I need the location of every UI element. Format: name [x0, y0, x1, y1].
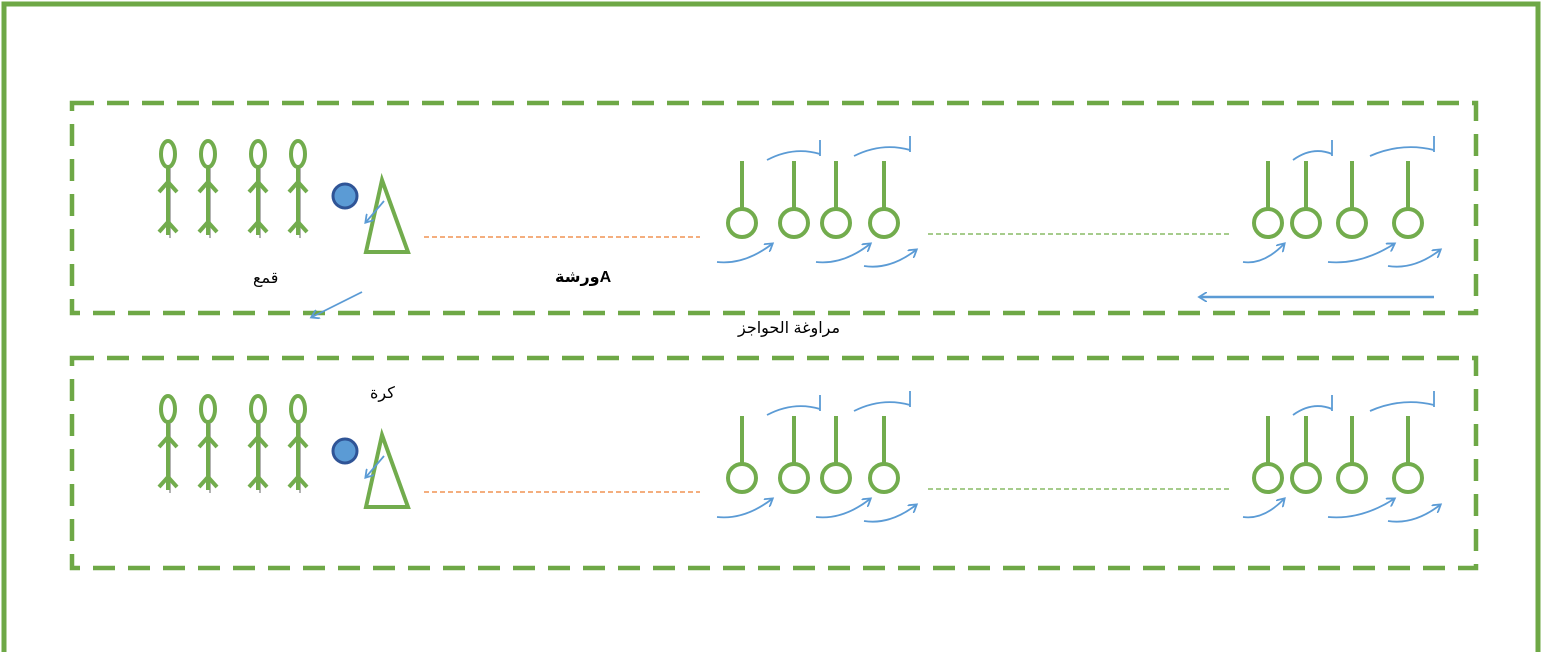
hurdle-pole-icon	[726, 161, 758, 239]
hurdle-pole-icon	[1252, 416, 1284, 494]
activity-name: مراوغة الحواجز	[738, 320, 841, 337]
return-arrow-short	[312, 291, 363, 317]
stick-figure-player-icon	[157, 139, 179, 238]
curved-arrow-icon	[863, 250, 916, 268]
curved-arrow-icon	[1369, 401, 1435, 412]
stick-figure-player-icon	[197, 139, 219, 238]
lane-box-bottom	[69, 355, 1479, 571]
curved-arrow-icon	[1369, 146, 1435, 157]
curved-arrow-icon	[815, 244, 870, 264]
hurdle-pole-icon	[1336, 416, 1368, 494]
lane-box-top	[69, 100, 1479, 316]
curved-arrow-icon	[1292, 150, 1333, 161]
stick-figure-player-icon	[287, 394, 309, 493]
hurdle-pole-icon	[726, 416, 758, 494]
curved-arrow-icon	[1242, 244, 1284, 264]
lane-top	[157, 136, 1440, 268]
curved-arrow-icon	[1292, 405, 1333, 416]
stick-figure-player-icon	[287, 139, 309, 238]
ball-icon	[331, 437, 359, 465]
ball-icon	[331, 182, 359, 210]
hurdle-pole-icon	[868, 161, 900, 239]
curved-arrow-icon	[1327, 499, 1394, 519]
hurdle-pole-icon	[1392, 416, 1424, 494]
curved-arrow-icon	[863, 505, 916, 523]
curved-arrow-icon	[766, 150, 821, 161]
lane-bottom	[157, 391, 1440, 523]
curved-arrow-icon	[1387, 250, 1440, 268]
curved-arrow-icon	[366, 200, 385, 222]
stick-figure-player-icon	[197, 394, 219, 493]
hurdle-pole-icon	[778, 161, 810, 239]
workshop-title: Aورشة	[555, 269, 612, 286]
hurdle-pole-icon	[1392, 161, 1424, 239]
hurdle-pole-icon	[820, 416, 852, 494]
hurdle-pole-icon	[1290, 416, 1322, 494]
curved-arrow-icon	[853, 401, 911, 412]
hurdle-pole-icon	[778, 416, 810, 494]
curved-arrow-icon	[1327, 244, 1394, 264]
curved-arrow-icon	[366, 455, 385, 477]
cone-label: قمع	[253, 270, 279, 287]
hurdle-pole-icon	[1336, 161, 1368, 239]
stick-figure-player-icon	[247, 394, 269, 493]
curved-arrow-icon	[716, 499, 772, 519]
curved-arrow-icon	[853, 146, 911, 157]
hurdle-pole-icon	[1290, 161, 1322, 239]
curved-arrow-icon	[1242, 499, 1284, 519]
curved-arrow-icon	[766, 405, 821, 416]
hurdle-pole-icon	[1252, 161, 1284, 239]
curved-arrow-icon	[815, 499, 870, 519]
hurdle-pole-icon	[820, 161, 852, 239]
stick-figure-player-icon	[247, 139, 269, 238]
stick-figure-player-icon	[157, 394, 179, 493]
hurdle-pole-icon	[868, 416, 900, 494]
curved-arrow-icon	[1387, 505, 1440, 523]
ball-label: كرة	[370, 385, 395, 402]
curved-arrow-icon	[716, 244, 772, 264]
